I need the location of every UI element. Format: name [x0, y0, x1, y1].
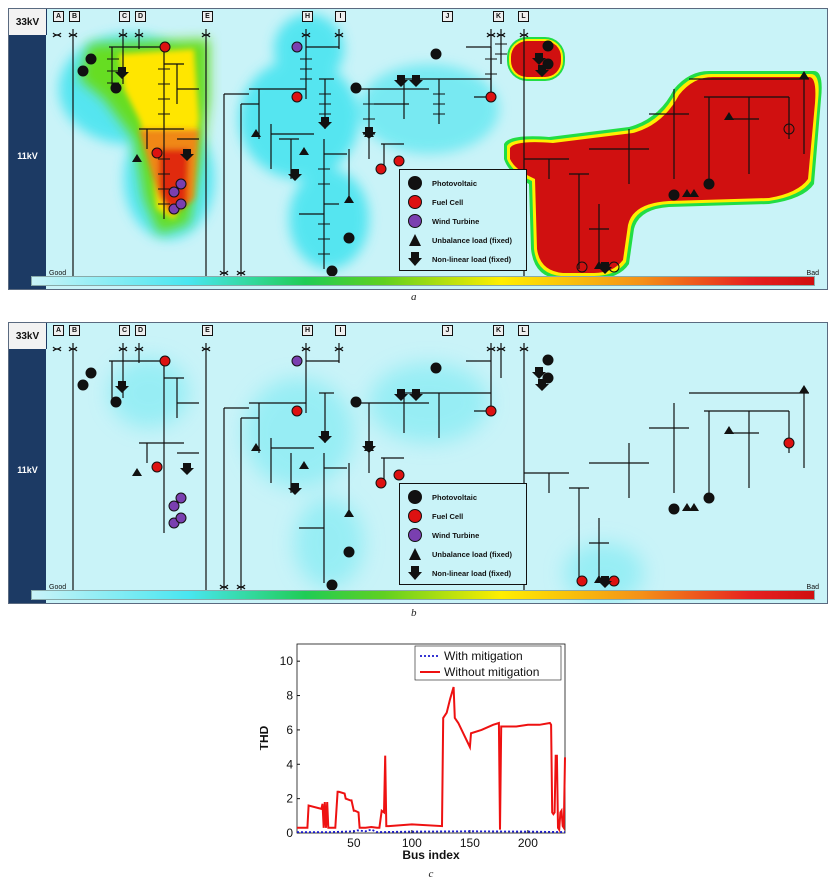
series-with-mitigation — [297, 828, 566, 834]
feeder-label-j: J — [442, 325, 453, 336]
feeder-label-l: L — [518, 11, 529, 22]
feeder-label-d: D — [135, 11, 146, 22]
y-axis-label: THD — [260, 725, 271, 750]
svg-text:2: 2 — [286, 792, 293, 806]
legend-item-fuel-cell: Fuel Cell — [408, 507, 463, 525]
colorbar-a — [31, 276, 815, 286]
colorbar-good-label: Good — [49, 584, 67, 591]
feeder-label-l: L — [518, 325, 529, 336]
feeder-label-i: I — [335, 325, 346, 336]
triangle-icon — [408, 547, 422, 561]
feeder-label-a: A — [53, 325, 64, 336]
svg-text:10: 10 — [280, 654, 294, 668]
arrow-down-icon — [408, 566, 422, 580]
feeder-label-c: C — [119, 11, 130, 22]
feeder-label-k: K — [493, 325, 504, 336]
arrow-down-icon — [408, 252, 422, 266]
legend-b: Photovoltaic Fuel Cell Wind Turbine Unba… — [399, 483, 527, 585]
voltage-label-11kv: 11kV — [17, 151, 38, 161]
fuel-cell-icon — [159, 41, 171, 53]
voltage-sidebar: 33kV 11kV — [9, 323, 47, 603]
triangle-icon — [408, 233, 422, 247]
svg-text:100: 100 — [402, 836, 422, 850]
legend-item-wind-turbine: Wind Turbine — [408, 526, 479, 544]
heatmap-network-a — [52, 14, 822, 284]
feeder-label-k: K — [493, 11, 504, 22]
wind-turbine-icon — [408, 528, 422, 542]
x-axis-ticks: 50 100 150 200 — [347, 830, 538, 850]
x-axis-label: Bus index — [402, 848, 460, 862]
chart-legend: With mitigation Without mitigation — [414, 645, 562, 681]
legend-item-photovoltaic: Photovoltaic — [408, 488, 477, 506]
voltage-label-11kv: 11kV — [17, 465, 38, 475]
colorbar-bad-label: Bad — [806, 270, 819, 277]
svg-text:0: 0 — [286, 826, 293, 840]
feeder-label-b: B — [69, 11, 80, 22]
svg-text:6: 6 — [286, 723, 293, 737]
voltage-sidebar: 33kV 11kV — [9, 9, 47, 289]
wind-turbine-icon — [408, 214, 422, 228]
svg-text:50: 50 — [347, 836, 361, 850]
feeder-label-h: H — [302, 11, 313, 22]
wind-turbine-icon — [168, 186, 180, 198]
legend-item-nonlinear-load: Non-linear load (fixed) — [408, 250, 511, 268]
fuel-cell-icon — [408, 195, 422, 209]
legend-item-fuel-cell: Fuel Cell — [408, 193, 463, 211]
transformer-symbols — [52, 32, 529, 276]
unbalance-load-icon — [132, 154, 142, 162]
voltage-label-33kv: 33kV — [9, 9, 47, 35]
fuel-cell-icon — [408, 509, 422, 523]
colorbar-good-label: Good — [49, 270, 67, 277]
feeder-label-i: I — [335, 11, 346, 22]
feeder-label-h: H — [302, 325, 313, 336]
legend-item-nonlinear-load: Non-linear load (fixed) — [408, 564, 511, 582]
feeder-label-e: E — [202, 325, 213, 336]
photovoltaic-icon — [408, 490, 422, 504]
colorbar-b — [31, 590, 815, 600]
heatmap-network-b — [52, 343, 809, 603]
feeder-label-d: D — [135, 325, 146, 336]
nonlinear-load-icon — [115, 67, 129, 79]
legend-item-unbalance-load: Unbalance load (fixed) — [408, 231, 512, 249]
pv-icon — [85, 53, 97, 65]
feeder-label-c: C — [119, 325, 130, 336]
legend-item-photovoltaic: Photovoltaic — [408, 174, 477, 192]
colorbar-bad-label: Bad — [806, 584, 819, 591]
caption-c: c — [429, 868, 434, 880]
legend-item-unbalance-load: Unbalance load (fixed) — [408, 545, 512, 563]
legend-item-wind-turbine: Wind Turbine — [408, 212, 479, 230]
legend-a: Photovoltaic Fuel Cell Wind Turbine Unba… — [399, 169, 527, 271]
thd-line-chart: 0 2 4 6 8 10 50 100 150 200 With mitigation With… — [260, 643, 566, 880]
legend-label-without: Without mitigation — [444, 665, 539, 679]
voltage-label-33kv: 33kV — [9, 323, 47, 349]
feeder-label-a: A — [53, 11, 64, 22]
feeder-label-e: E — [202, 11, 213, 22]
photovoltaic-icon — [408, 176, 422, 190]
svg-text:150: 150 — [460, 836, 480, 850]
svg-text:200: 200 — [518, 836, 538, 850]
network-map-panel-a: 33kV 11kV A B C D E H I J K L Photovolta… — [8, 8, 828, 290]
legend-label-with: With mitigation — [444, 649, 523, 663]
feeder-label-b: B — [69, 325, 80, 336]
network-map-panel-b: 33kV 11kV A B C D E H I J K L Photovolta… — [8, 322, 828, 604]
feeder-label-j: J — [442, 11, 453, 22]
svg-text:4: 4 — [286, 757, 293, 771]
caption-b: b — [411, 607, 417, 619]
svg-text:8: 8 — [286, 689, 293, 703]
caption-a: a — [411, 291, 417, 303]
series-without-mitigation — [297, 686, 566, 833]
y-axis-ticks: 0 2 4 6 8 10 — [280, 654, 300, 840]
